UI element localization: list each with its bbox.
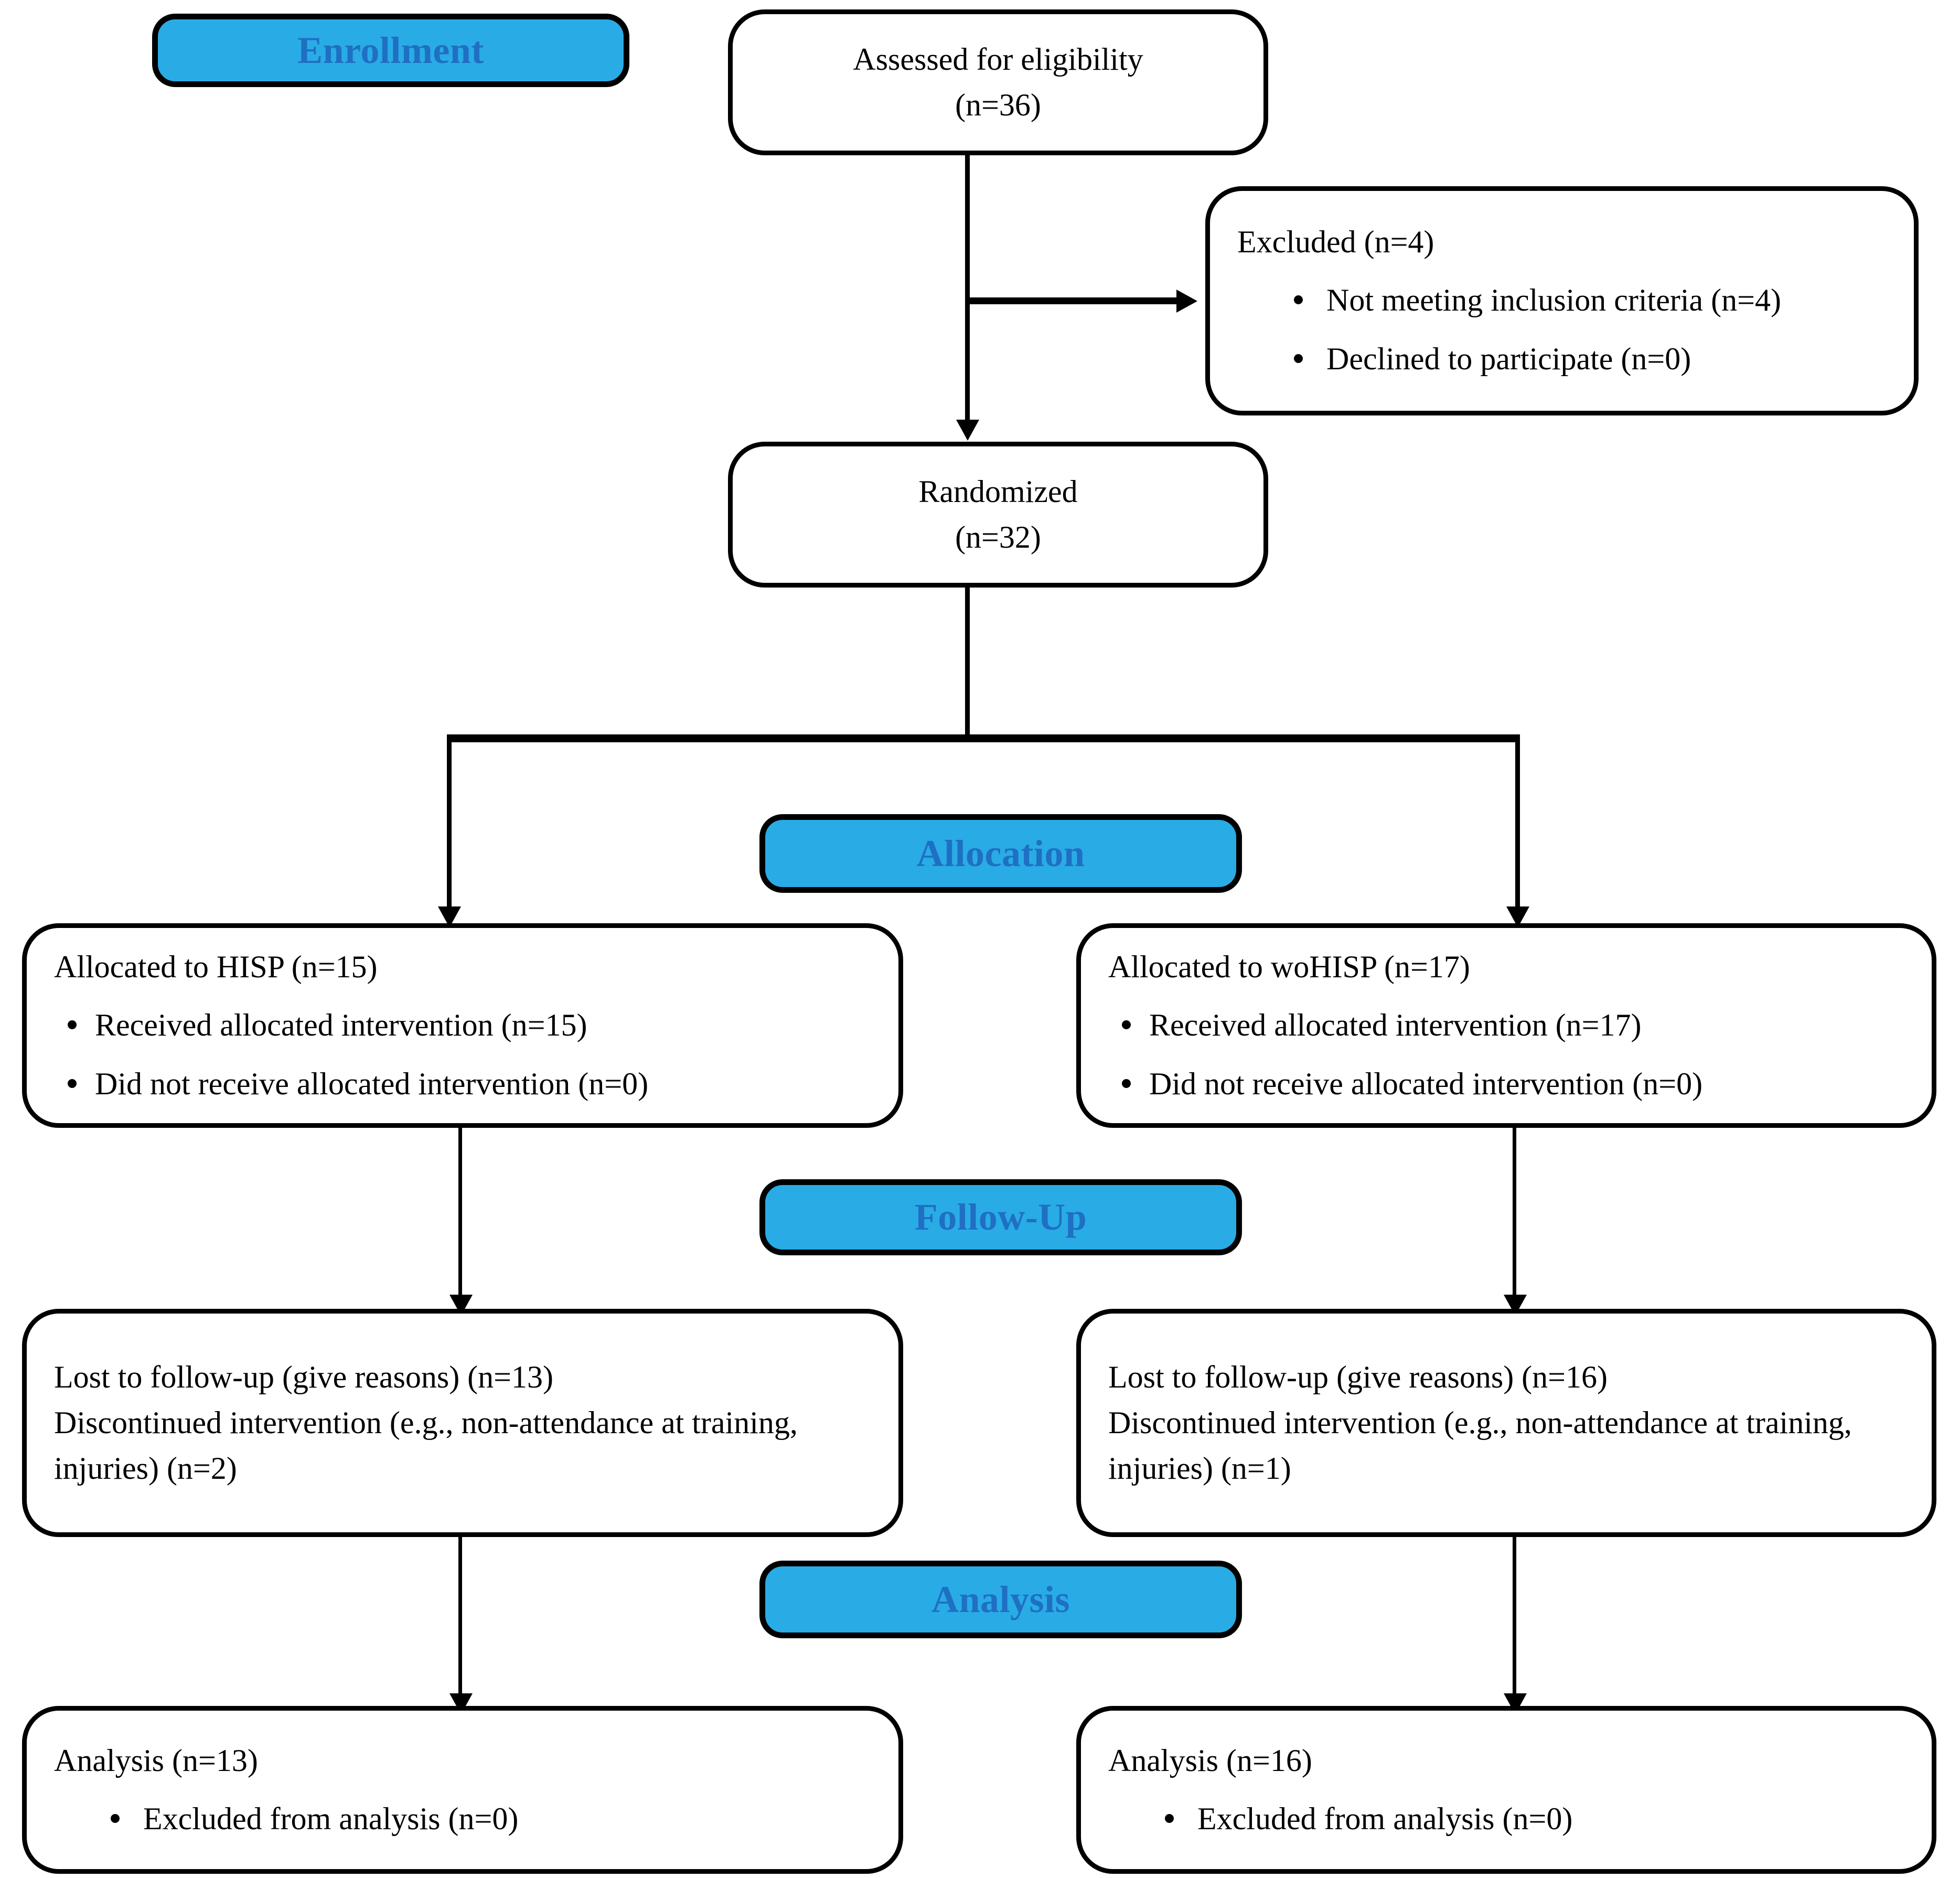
node-followup-hisp: Lost to follow-up (give reasons) (n=13) … (22, 1309, 903, 1537)
connector-split-left (447, 741, 452, 909)
connector-allocation-to-followup-right (1513, 1128, 1516, 1298)
list-item: Declined to participate (n=0) (1237, 335, 1887, 382)
connector-assessed-to-excluded (970, 297, 1180, 304)
connector-followup-to-analysis-left (458, 1537, 462, 1697)
node-allocated-hisp-bullet-list: Received allocated intervention (n=15) D… (54, 990, 871, 1107)
node-analysis-wohisp: Analysis (n=16) Excluded from analysis (… (1076, 1706, 1936, 1874)
node-allocated-hisp-heading: Allocated to HISP (n=15) (54, 949, 378, 984)
node-analysis-wohisp-bullet-list: Excluded from analysis (n=0) (1108, 1784, 1904, 1842)
node-followup-hisp-text: Lost to follow-up (give reasons) (n=13) … (54, 1360, 798, 1486)
connector-followup-to-analysis-right (1513, 1537, 1516, 1697)
list-item: Excluded from analysis (n=0) (54, 1795, 871, 1842)
node-analysis-hisp-bullet-list: Excluded from analysis (n=0) (54, 1784, 871, 1842)
list-item: Not meeting inclusion criteria (n=4) (1237, 276, 1887, 324)
node-excluded-heading: Excluded (n=4) (1237, 225, 1434, 259)
stage-banner-analysis-label: Analysis (931, 1578, 1070, 1620)
connector-assessed-to-randomized (965, 155, 970, 422)
arrowhead-assessed-to-excluded (1176, 290, 1197, 313)
node-followup-wohisp: Lost to follow-up (give reasons) (n=16) … (1076, 1309, 1936, 1537)
stage-banner-enrollment: Enrollment (152, 14, 629, 87)
node-analysis-wohisp-heading: Analysis (n=16) (1108, 1743, 1312, 1778)
list-item: Excluded from analysis (n=0) (1108, 1795, 1904, 1842)
list-item: Received allocated intervention (n=15) (54, 1001, 871, 1049)
node-allocated-wohisp-heading: Allocated to woHISP (n=17) (1108, 949, 1470, 984)
stage-banner-analysis: Analysis (759, 1561, 1242, 1638)
stage-banner-follow-up: Follow-Up (759, 1179, 1242, 1255)
connector-split-bar (447, 734, 1520, 742)
connector-allocation-to-followup-left (458, 1128, 462, 1298)
node-excluded-bullet-list: Not meeting inclusion criteria (n=4) Dec… (1237, 265, 1887, 382)
node-assessed-for-eligibility-text: Assessed for eligibility (n=36) (853, 42, 1143, 122)
stage-banner-follow-up-label: Follow-Up (914, 1196, 1087, 1238)
arrowhead-assessed-to-randomized (956, 420, 979, 441)
stage-banner-allocation-label: Allocation (916, 832, 1085, 874)
node-assessed-for-eligibility: Assessed for eligibility (n=36) (728, 9, 1268, 155)
node-excluded: Excluded (n=4) Not meeting inclusion cri… (1205, 186, 1919, 415)
node-allocated-wohisp: Allocated to woHISP (n=17) Received allo… (1076, 923, 1936, 1128)
stage-banner-allocation: Allocation (759, 814, 1242, 893)
node-randomized-text: Randomized (n=32) (918, 474, 1078, 554)
node-followup-wohisp-text: Lost to follow-up (give reasons) (n=16) … (1108, 1360, 1852, 1486)
node-analysis-hisp-heading: Analysis (n=13) (54, 1743, 258, 1778)
connector-randomized-down (965, 588, 970, 740)
node-analysis-hisp: Analysis (n=13) Excluded from analysis (… (22, 1706, 903, 1874)
node-allocated-hisp: Allocated to HISP (n=15) Received alloca… (22, 923, 903, 1128)
list-item: Did not receive allocated intervention (… (54, 1060, 871, 1107)
stage-banner-enrollment-label: Enrollment (297, 29, 484, 71)
node-randomized: Randomized (n=32) (728, 442, 1268, 588)
list-item: Received allocated intervention (n=17) (1108, 1001, 1904, 1049)
node-allocated-wohisp-bullet-list: Received allocated intervention (n=17) D… (1108, 990, 1904, 1107)
list-item: Did not receive allocated intervention (… (1108, 1060, 1904, 1107)
connector-split-right (1515, 741, 1520, 909)
